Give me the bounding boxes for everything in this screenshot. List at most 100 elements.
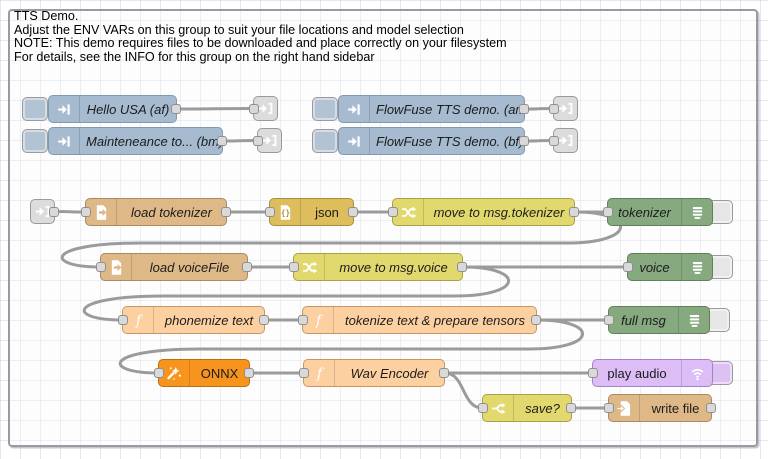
inject-hello-usa-button[interactable] [22,97,48,121]
node-label-debug-full-msg: full msg [621,312,666,328]
file-read-icon [101,254,132,280]
file-write-icon [609,395,640,421]
input-port[interactable] [623,262,633,272]
node-play-audio[interactable]: play audio [588,359,713,387]
node-label-inject-flowfuse-bf: FlowFuse TTS demo. (bf) [376,133,524,149]
node-label-debug-voice: voice [639,259,670,275]
node-label-save-switch: save? [525,400,560,416]
file-read-icon [86,199,117,225]
output-port[interactable] [221,207,231,217]
output-port[interactable] [457,262,467,272]
node-link-out-2[interactable] [253,128,282,153]
output-port[interactable] [242,262,252,272]
node-link-in-1[interactable] [30,199,59,224]
node-debug-voice[interactable]: voice [623,253,713,281]
input-port[interactable] [253,135,263,146]
node-save-switch[interactable]: save? [478,394,576,422]
inject-maintenance-button[interactable] [22,129,48,153]
wire-tokenize-text-to-onnx[interactable] [118,318,584,375]
output-port[interactable] [217,136,227,146]
node-link-out-3[interactable] [549,96,578,121]
node-inject-flowfuse-bf[interactable]: FlowFuse TTS demo. (bf) [338,127,529,155]
inject-flowfuse-bf-button[interactable] [312,129,338,153]
debug-list-icon [678,307,709,333]
node-inject-flowfuse-am[interactable]: FlowFuse TTS demo. (am) [338,95,529,123]
output-port[interactable] [348,207,358,217]
wire-link-in-1-to-load-tokenizer[interactable] [53,210,87,214]
wire-inject-flowfuse-bf-to-link-out-4[interactable] [523,139,555,143]
input-port[interactable] [603,207,613,217]
wire-inject-maintenance-to-link-out-2[interactable] [221,139,259,143]
input-port[interactable] [298,315,308,325]
output-port[interactable] [171,104,181,114]
svg-text:f: f [315,365,324,381]
node-onnx[interactable]: ONNX [154,359,254,387]
input-port[interactable] [299,368,309,378]
output-port[interactable] [566,403,576,413]
function-icon: f [123,307,154,333]
input-port[interactable] [388,207,398,217]
node-load-voicefile[interactable]: load voiceFile [96,253,252,281]
node-inject-hello-usa[interactable]: Hello USA (af) [48,95,181,123]
comment-line: Adjust the ENV VARs on this group to sui… [14,22,464,37]
switch-fork-icon [483,395,514,421]
input-port[interactable] [549,103,559,114]
node-debug-full-msg[interactable]: full msg [604,306,710,334]
input-port[interactable] [154,368,164,378]
shuffle-icon [393,199,424,225]
input-port[interactable] [549,135,559,146]
wire-wav-encoder-to-save-switch[interactable] [443,371,484,410]
inject-arrow-icon [339,96,370,122]
node-inject-maintenance[interactable]: Mainteneance to... (bm) [48,127,227,155]
shuffle-icon [294,254,325,280]
comment-line: NOTE: This demo requires files to be dow… [14,36,507,51]
output-port[interactable] [531,315,541,325]
function-icon: f [304,360,335,386]
inject-arrow-icon [339,128,370,154]
input-port[interactable] [118,315,128,325]
inject-arrow-icon [49,128,80,154]
input-port[interactable] [604,315,614,325]
input-port[interactable] [289,262,299,272]
link-icon [258,129,281,152]
link-icon [554,97,577,120]
output-port[interactable] [244,368,254,378]
input-port[interactable] [265,207,275,217]
input-port[interactable] [478,403,488,413]
output-port[interactable] [706,403,716,413]
node-load-tokenizer[interactable]: load tokenizer [81,198,231,226]
node-json[interactable]: {}json [265,198,358,226]
inject-flowfuse-am-button[interactable] [312,97,338,121]
output-port[interactable] [519,104,529,114]
input-port[interactable] [604,403,614,413]
audio-waves-icon [681,360,712,386]
node-debug-tokenizer[interactable]: tokenizer [603,198,713,226]
svg-text:f: f [134,312,143,328]
node-label-onnx: ONNX [200,365,239,381]
input-port[interactable] [249,103,259,114]
debug-list-icon [681,254,712,280]
output-port[interactable] [49,206,59,217]
input-port[interactable] [81,207,91,217]
wire-inject-hello-usa-to-link-out-1[interactable] [175,107,255,111]
input-port[interactable] [96,262,106,272]
wire-move-to-msg-voice-to-phonemize-text[interactable] [82,265,510,322]
output-port[interactable] [439,368,449,378]
output-port[interactable] [519,136,529,146]
node-label-tokenize-text: tokenize text & prepare tensors [345,312,525,328]
node-wav-encoder[interactable]: f Wav Encoder [299,359,449,387]
node-link-out-4[interactable] [549,128,578,153]
node-label-move-to-msg-voice: move to msg.voice [339,259,448,275]
wire-inject-flowfuse-am-to-link-out-3[interactable] [523,107,555,111]
node-link-out-1[interactable] [249,96,278,121]
node-write-file[interactable]: write file [604,394,716,422]
output-port[interactable] [259,315,269,325]
node-move-to-msg-voice[interactable]: move to msg.voice [289,253,467,281]
input-port[interactable] [588,368,598,378]
node-move-to-msg-tokenizer[interactable]: move to msg.tokenizer [388,198,579,226]
output-port[interactable] [569,207,579,217]
node-label-wav-encoder: Wav Encoder [350,365,429,381]
